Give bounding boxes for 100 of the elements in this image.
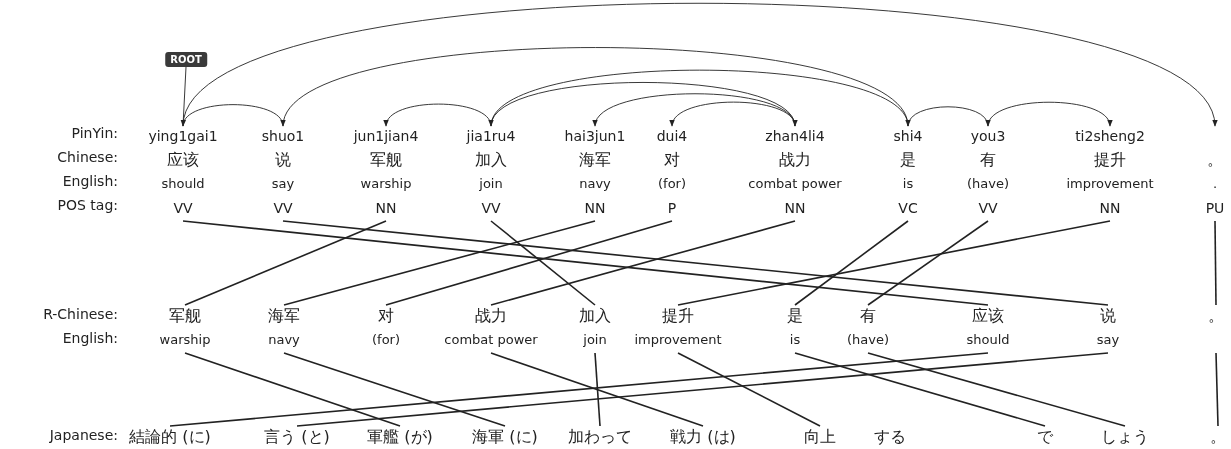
english-gloss: (for) bbox=[658, 175, 686, 193]
english-gloss: combat power bbox=[748, 175, 842, 193]
alignment-line bbox=[677, 220, 1111, 306]
japanese-word: 軍艦 (が) bbox=[367, 426, 433, 448]
pos-tag: VV bbox=[978, 196, 998, 220]
pinyin-text: hai3jun1 bbox=[564, 127, 626, 146]
japanese-word: 海軍 (に) bbox=[472, 426, 538, 448]
pos-tag: NN bbox=[1099, 196, 1121, 220]
english-gloss: should bbox=[161, 175, 205, 193]
row-label: English: bbox=[61, 173, 118, 189]
pinyin-text: ying1gai1 bbox=[148, 127, 218, 146]
alignment-line bbox=[385, 220, 673, 306]
chinese-word: 军舰 bbox=[169, 305, 201, 327]
chinese-word: 军舰 bbox=[370, 149, 402, 171]
pos-tag: VV bbox=[273, 196, 293, 220]
chinese-word: 是 bbox=[787, 305, 803, 327]
japanese-word: 。 bbox=[1210, 426, 1226, 448]
japanese-word: 結論的 (に) bbox=[129, 426, 211, 448]
chinese-word: 有 bbox=[860, 305, 876, 327]
pinyin-text: dui4 bbox=[656, 127, 688, 146]
pos-tag: NN bbox=[375, 196, 397, 220]
alignment-line bbox=[677, 352, 821, 427]
alignment-line bbox=[296, 352, 1109, 427]
pinyin-text: ti2sheng2 bbox=[1075, 127, 1145, 146]
pinyin-text: jia1ru4 bbox=[466, 127, 516, 146]
chinese-word: 海军 bbox=[268, 305, 300, 327]
english-gloss: navy bbox=[268, 331, 300, 349]
row-label: PinYin: bbox=[70, 125, 118, 141]
japanese-word: しょう bbox=[1101, 426, 1149, 448]
alignment-line bbox=[1215, 352, 1219, 427]
english-gloss: warship bbox=[159, 331, 211, 349]
alignment-line bbox=[794, 220, 909, 306]
english-gloss: (for) bbox=[372, 331, 400, 349]
japanese-word: 戦力 (は) bbox=[670, 426, 736, 448]
english-gloss: improvement bbox=[1066, 175, 1154, 193]
pos-tag: PU bbox=[1205, 196, 1225, 220]
row-label: POS tag: bbox=[56, 197, 118, 213]
english-gloss: join bbox=[479, 175, 503, 193]
pinyin-text: shuo1 bbox=[261, 127, 305, 146]
pos-tag: VV bbox=[481, 196, 501, 220]
alignment-line bbox=[594, 352, 601, 427]
english-gloss: (have) bbox=[847, 331, 889, 349]
alignment-line bbox=[1214, 220, 1217, 306]
chinese-word: 说 bbox=[275, 149, 291, 171]
chinese-word: 提升 bbox=[662, 305, 694, 327]
chinese-word: 有 bbox=[980, 149, 996, 171]
english-gloss: improvement bbox=[634, 331, 722, 349]
chinese-word: 提升 bbox=[1094, 149, 1126, 171]
english-gloss: . bbox=[1212, 175, 1218, 193]
alignment-line bbox=[490, 352, 704, 427]
alignment-line bbox=[283, 352, 506, 427]
pinyin-text: shi4 bbox=[893, 127, 923, 146]
chinese-word: 海军 bbox=[579, 149, 611, 171]
alignment-line bbox=[282, 220, 1109, 306]
chinese-word: 加入 bbox=[475, 149, 507, 171]
alignment-line bbox=[182, 220, 989, 306]
pos-tag: VV bbox=[173, 196, 193, 220]
english-gloss: say bbox=[271, 175, 295, 193]
chinese-word: 对 bbox=[378, 305, 394, 327]
alignment-line bbox=[867, 220, 989, 306]
chinese-word: 。 bbox=[1208, 305, 1224, 327]
english-gloss: combat power bbox=[444, 331, 538, 349]
pinyin-text: jun1jian4 bbox=[353, 127, 419, 146]
english-gloss: join bbox=[583, 331, 607, 349]
row-label: English: bbox=[61, 330, 118, 346]
alignment-line bbox=[794, 352, 1046, 427]
alignment-line bbox=[867, 352, 1126, 427]
row-label: Chinese: bbox=[56, 149, 118, 165]
japanese-word: 言う (と) bbox=[264, 426, 330, 448]
chinese-word: 说 bbox=[1100, 305, 1116, 327]
pinyin-text: you3 bbox=[970, 127, 1006, 146]
japanese-word: で bbox=[1037, 426, 1053, 448]
chinese-word: 应该 bbox=[972, 305, 1004, 327]
chinese-word: 战力 bbox=[779, 149, 811, 171]
english-gloss: warship bbox=[360, 175, 412, 193]
chinese-word: 。 bbox=[1207, 149, 1223, 171]
row-label: R-Chinese: bbox=[42, 306, 118, 322]
japanese-word: する bbox=[874, 426, 906, 448]
chinese-word: 战力 bbox=[475, 305, 507, 327]
english-gloss: navy bbox=[579, 175, 611, 193]
pos-tag: VC bbox=[898, 196, 918, 220]
chinese-word: 应该 bbox=[167, 149, 199, 171]
chinese-word: 是 bbox=[900, 149, 916, 171]
english-gloss: (have) bbox=[967, 175, 1009, 193]
alignment-line bbox=[184, 220, 387, 306]
pos-tag: NN bbox=[584, 196, 606, 220]
alignment-line bbox=[283, 220, 596, 306]
english-gloss: say bbox=[1096, 331, 1120, 349]
english-gloss: is bbox=[902, 175, 914, 193]
english-gloss: is bbox=[789, 331, 801, 349]
root-tag: ROOT bbox=[165, 52, 207, 67]
chinese-word: 对 bbox=[664, 149, 680, 171]
alignment-line bbox=[184, 352, 401, 427]
english-gloss: should bbox=[966, 331, 1010, 349]
alignment-line bbox=[169, 352, 989, 427]
japanese-word: 加わって bbox=[568, 426, 632, 448]
chinese-word: 加入 bbox=[579, 305, 611, 327]
japanese-word: 向上 bbox=[804, 426, 836, 448]
alignment-line bbox=[490, 220, 796, 306]
row-label: Japanese: bbox=[48, 427, 118, 443]
